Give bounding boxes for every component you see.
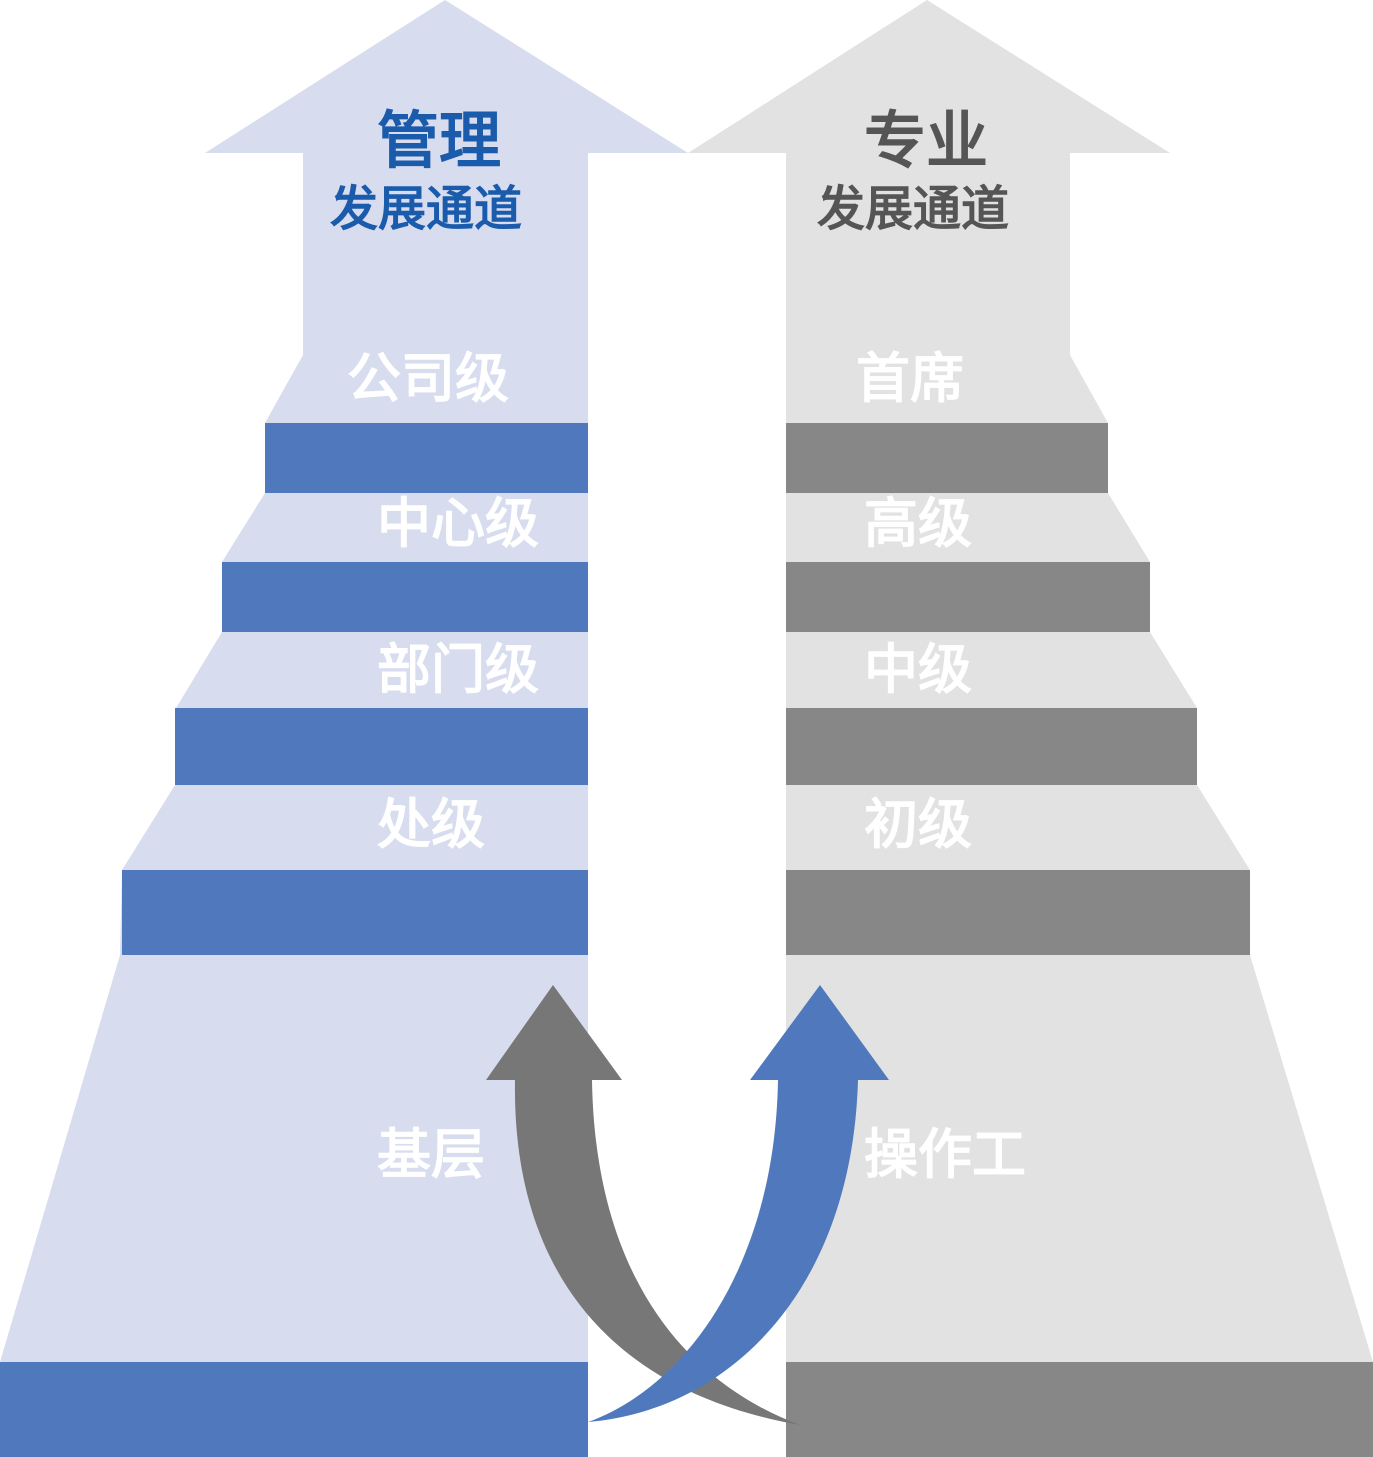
management-level-grassroots: 基层 [377, 1123, 485, 1186]
professional-step-bar-2 [786, 562, 1150, 632]
management-level-company: 公司级 [347, 347, 509, 410]
professional-level-intermediate: 中级 [864, 638, 972, 701]
switch-to-management-arrow-icon [486, 985, 800, 1425]
management-step-bar-1 [265, 423, 588, 493]
professional-step-bar-3 [786, 708, 1197, 785]
professional-title: 专业 [864, 104, 989, 177]
professional-subtitle: 发展通道 [817, 181, 1010, 237]
switch-to-professional-arrow-icon [588, 985, 889, 1422]
professional-step-bar-4 [786, 870, 1250, 955]
professional-level-senior: 高级 [864, 492, 972, 555]
management-step-bar-4 [122, 870, 588, 955]
management-step-bar-3 [175, 708, 588, 785]
management-title: 管理 [377, 104, 502, 177]
management-level-center: 中心级 [377, 492, 539, 555]
management-subtitle: 发展通道 [330, 181, 523, 237]
professional-level-junior: 初级 [864, 793, 972, 856]
management-level-section: 处级 [377, 793, 485, 856]
professional-step-bar-1 [786, 423, 1108, 493]
management-level-department: 部门级 [377, 638, 539, 701]
professional-level-operator: 操作工 [864, 1123, 1026, 1186]
management-step-bar-2 [222, 562, 588, 632]
professional-step-bar-5 [786, 1362, 1373, 1457]
professional-level-chief: 首席 [856, 347, 964, 410]
management-step-bar-5 [0, 1362, 588, 1457]
